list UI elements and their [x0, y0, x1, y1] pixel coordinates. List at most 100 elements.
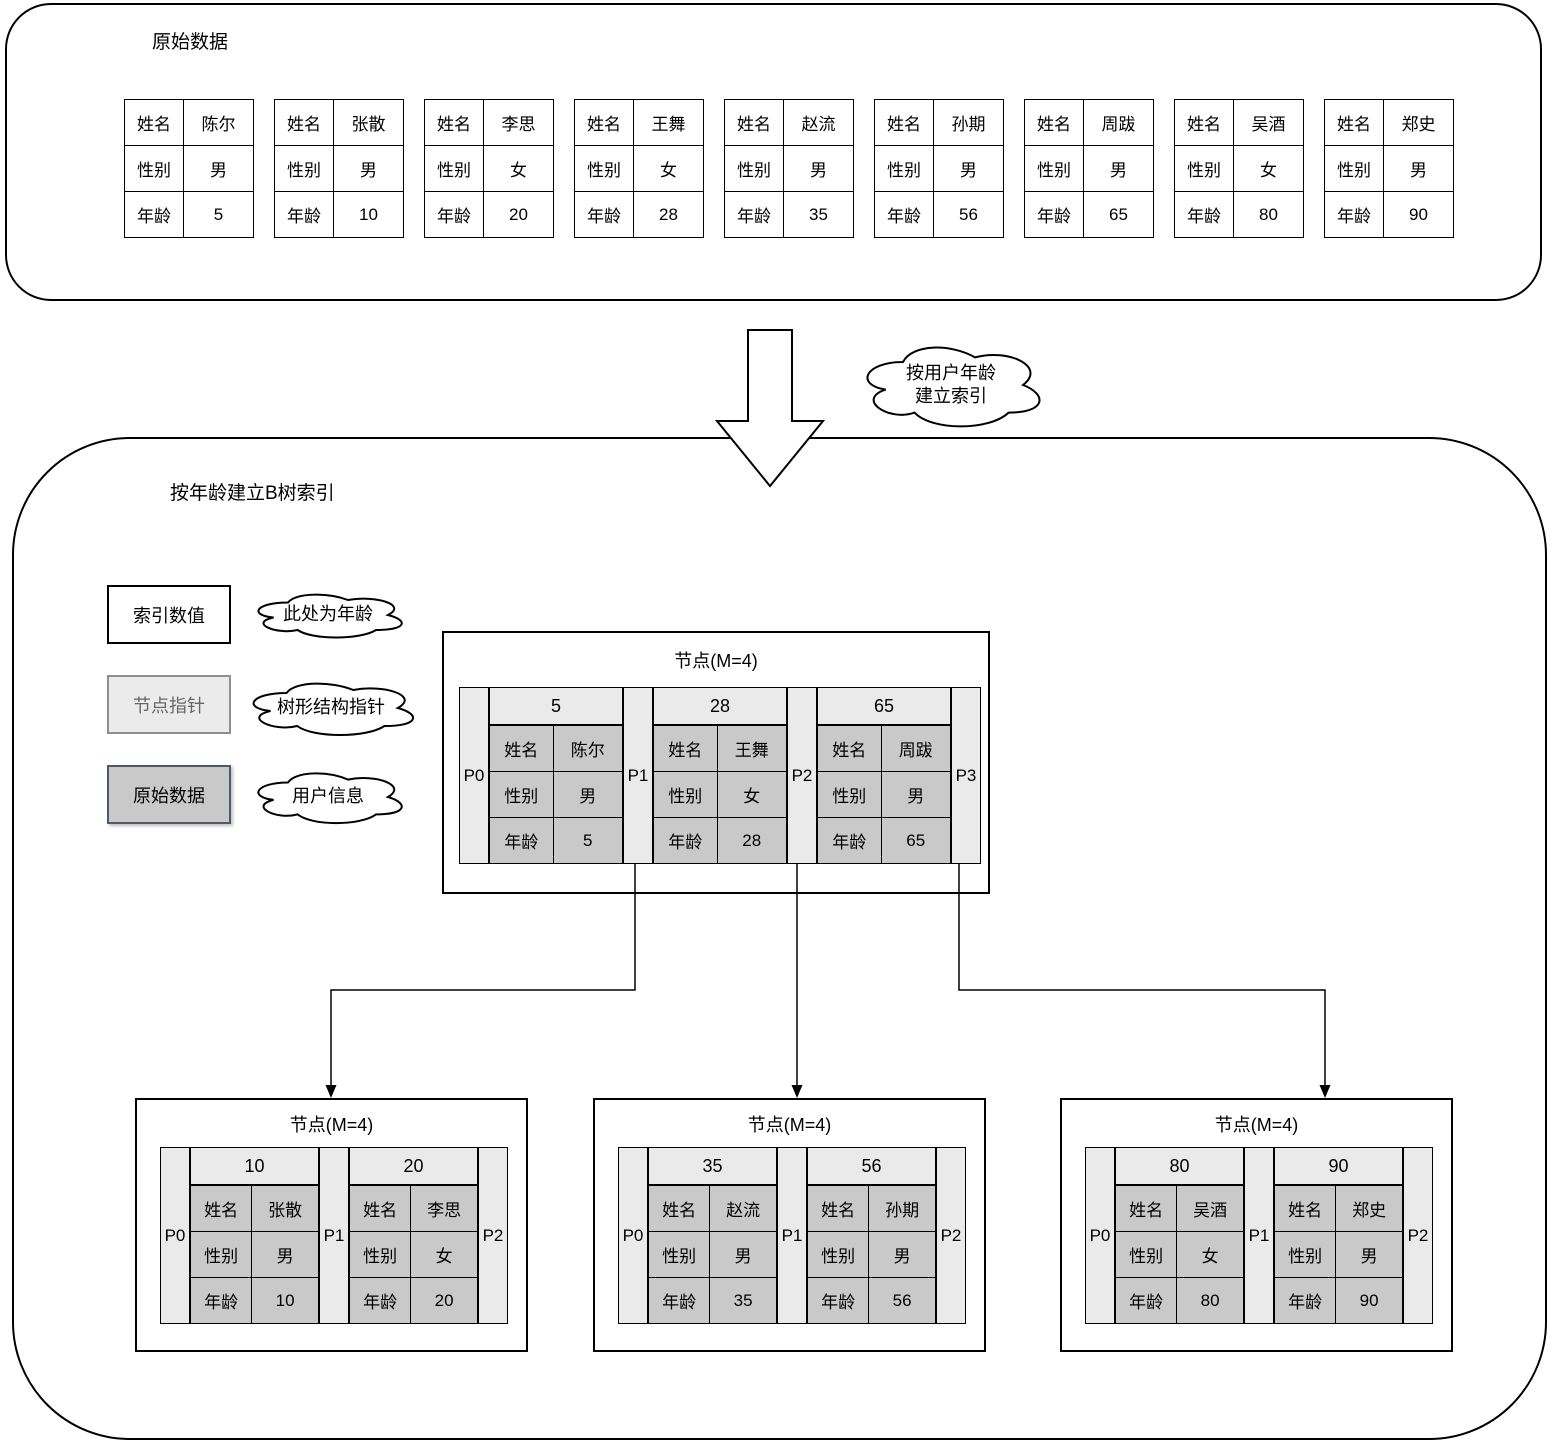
field-value: 65 [1083, 191, 1154, 238]
field-value: 90 [1383, 191, 1454, 238]
field-value: 男 [880, 771, 951, 818]
field-label: 姓名 [806, 1185, 870, 1232]
field-label: 年龄 [348, 1277, 412, 1324]
pointer-cell-p0: P0 [618, 1147, 648, 1324]
index-key-value: 56 [807, 1147, 936, 1185]
field-label: 姓名 [817, 725, 882, 772]
legend-index-value-cloud: 此处为年龄 [246, 588, 410, 642]
btree-title: 按年龄建立B树索引 [170, 483, 335, 504]
legend-node-pointer-cloud-text: 树形结构指针 [277, 697, 385, 718]
field-label: 性别 [189, 1231, 253, 1278]
field-value: 张散 [333, 99, 404, 146]
pointer-cell-p0: P0 [459, 687, 489, 864]
field-value: 20 [483, 191, 554, 238]
field-label: 性别 [806, 1231, 870, 1278]
legend-index-value-box: 索引数值 [107, 585, 231, 644]
field-value: 35 [709, 1277, 777, 1324]
field-label: 姓名 [1114, 1185, 1178, 1232]
field-value: 郑史 [1383, 99, 1454, 146]
node-title: 节点(M=4) [289, 1115, 374, 1135]
pointer-cell-p0: P0 [1085, 1147, 1115, 1324]
pointer-cell-p2: P2 [936, 1147, 966, 1324]
field-label: 姓名 [489, 725, 554, 772]
field-value: 20 [410, 1277, 478, 1324]
field-value: 女 [410, 1231, 478, 1278]
field-value: 男 [183, 145, 254, 192]
field-value: 28 [716, 817, 787, 864]
field-label: 姓名 [724, 99, 784, 146]
field-value: 女 [633, 145, 704, 192]
field-label: 性别 [489, 771, 554, 818]
field-value: 35 [783, 191, 854, 238]
cloud-shape [252, 682, 415, 736]
field-value: 80 [1176, 1277, 1244, 1324]
field-label: 姓名 [653, 725, 718, 772]
field-value: 陈尔 [552, 725, 623, 772]
field-value: 男 [709, 1231, 777, 1278]
field-label: 年龄 [1273, 1277, 1337, 1324]
pointer-cell-p0: P0 [160, 1147, 190, 1324]
field-label: 姓名 [647, 1185, 711, 1232]
field-value: 周跋 [880, 725, 951, 772]
field-value: 李思 [483, 99, 554, 146]
index-key-value: 28 [653, 687, 787, 725]
field-value: 男 [1083, 145, 1154, 192]
node-title: 节点(M=4) [674, 651, 758, 671]
field-label: 年龄 [724, 191, 784, 238]
pointer-cell-p3: P3 [951, 687, 981, 864]
field-label: 年龄 [874, 191, 934, 238]
index-key-value: 10 [190, 1147, 319, 1185]
field-label: 年龄 [817, 817, 882, 864]
field-value: 5 [552, 817, 623, 864]
field-value: 80 [1233, 191, 1304, 238]
field-label: 姓名 [874, 99, 934, 146]
index-key-value: 65 [817, 687, 951, 725]
field-label: 性别 [348, 1231, 412, 1278]
legend-index-value-cloud-text: 此处为年龄 [283, 604, 373, 625]
transform-cloud-line2: 建立索引 [915, 386, 987, 406]
field-label: 姓名 [1174, 99, 1234, 146]
field-label: 性别 [274, 145, 334, 192]
field-label: 姓名 [189, 1185, 253, 1232]
field-value: 男 [783, 145, 854, 192]
field-label: 性别 [874, 145, 934, 192]
cloud-shape [257, 772, 403, 825]
node-title: 节点(M=4) [747, 1115, 832, 1135]
legend-node-pointer-cloud: 树形结构指针 [240, 676, 422, 740]
legend-node-pointer-box: 节点指针 [107, 675, 231, 734]
field-value: 女 [1233, 145, 1304, 192]
field-label: 性别 [1114, 1231, 1178, 1278]
field-value: 5 [183, 191, 254, 238]
field-value: 李思 [410, 1185, 478, 1232]
field-value: 男 [933, 145, 1004, 192]
field-value: 90 [1335, 1277, 1403, 1324]
pointer-cell-p2: P2 [1403, 1147, 1433, 1324]
field-value: 吴酒 [1233, 99, 1304, 146]
down-arrow-shape [714, 329, 826, 488]
field-value: 郑史 [1335, 1185, 1403, 1232]
field-value: 女 [483, 145, 554, 192]
field-label: 姓名 [1273, 1185, 1337, 1232]
field-label: 年龄 [124, 191, 184, 238]
field-value: 28 [633, 191, 704, 238]
field-label: 年龄 [653, 817, 718, 864]
field-label: 姓名 [124, 99, 184, 146]
legend-raw-data-cloud: 用户信息 [246, 766, 410, 828]
index-key-value: 90 [1274, 1147, 1403, 1185]
